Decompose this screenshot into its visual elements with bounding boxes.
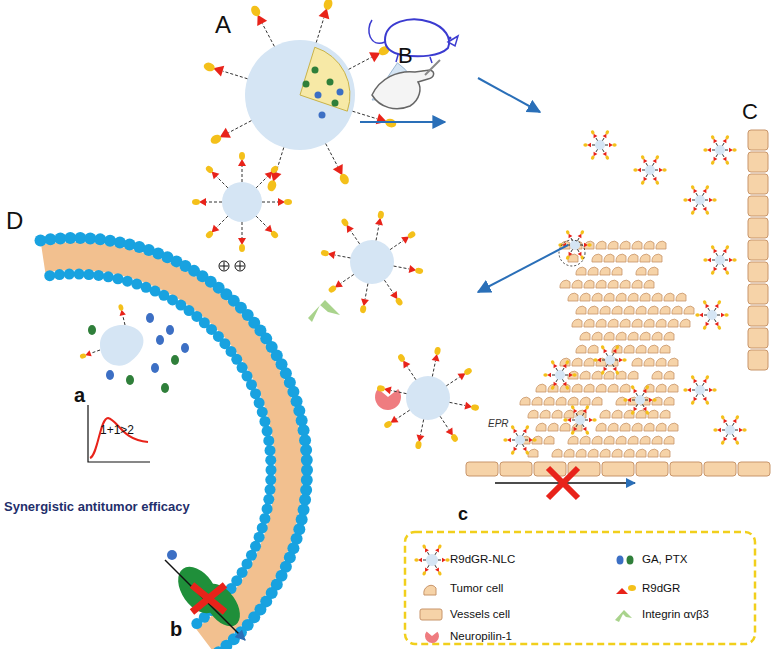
nanoparticle	[623, 385, 656, 416]
panel-letter: B	[398, 44, 413, 68]
legend-text: R9dGR	[642, 582, 680, 595]
nanoparticle	[558, 230, 591, 261]
legend-text: Integrin αvβ3	[642, 608, 709, 621]
panel-letter: c	[458, 505, 468, 525]
nanoparticle	[503, 425, 536, 456]
nanoparticle	[703, 135, 736, 166]
legend-text: GA, PTX	[642, 553, 687, 566]
nanoparticle	[683, 375, 716, 406]
nanoparticle	[583, 130, 616, 161]
legend-text: Neuropilin-1	[450, 630, 512, 643]
panel-letter: b	[170, 618, 182, 640]
legend-text: Tumor cell	[450, 582, 503, 595]
nanoparticle	[543, 360, 576, 391]
nanoparticle	[713, 415, 746, 446]
nanoparticle	[192, 152, 292, 252]
legend-text: Vessels cell	[450, 608, 510, 621]
panel-letter: A	[215, 12, 231, 38]
mouse-injection	[369, 19, 458, 108]
nanoparticle	[376, 346, 479, 449]
panel-letter: C	[742, 100, 758, 124]
annotation: 1+1>2	[100, 424, 134, 437]
panel-letter: a	[74, 384, 85, 406]
released-particle	[79, 304, 189, 393]
nanoparticle	[683, 185, 716, 216]
nanoparticle	[695, 300, 728, 331]
nanoparticle	[414, 544, 449, 576]
nanoparticle	[633, 155, 666, 186]
flow-arrows	[360, 78, 568, 292]
caption-note: Synergistic antitumor efficacy	[4, 500, 190, 514]
nanoparticle	[563, 405, 596, 436]
legend-text: R9dGR-NLC	[450, 553, 515, 566]
panel-letter: D	[6, 208, 23, 234]
legend-box	[405, 532, 755, 644]
nanoparticle	[203, 0, 398, 192]
nanoparticle	[703, 245, 736, 276]
nanoparticle	[593, 345, 626, 376]
nanoparticle	[320, 210, 423, 313]
annotation: EPR	[488, 418, 509, 429]
